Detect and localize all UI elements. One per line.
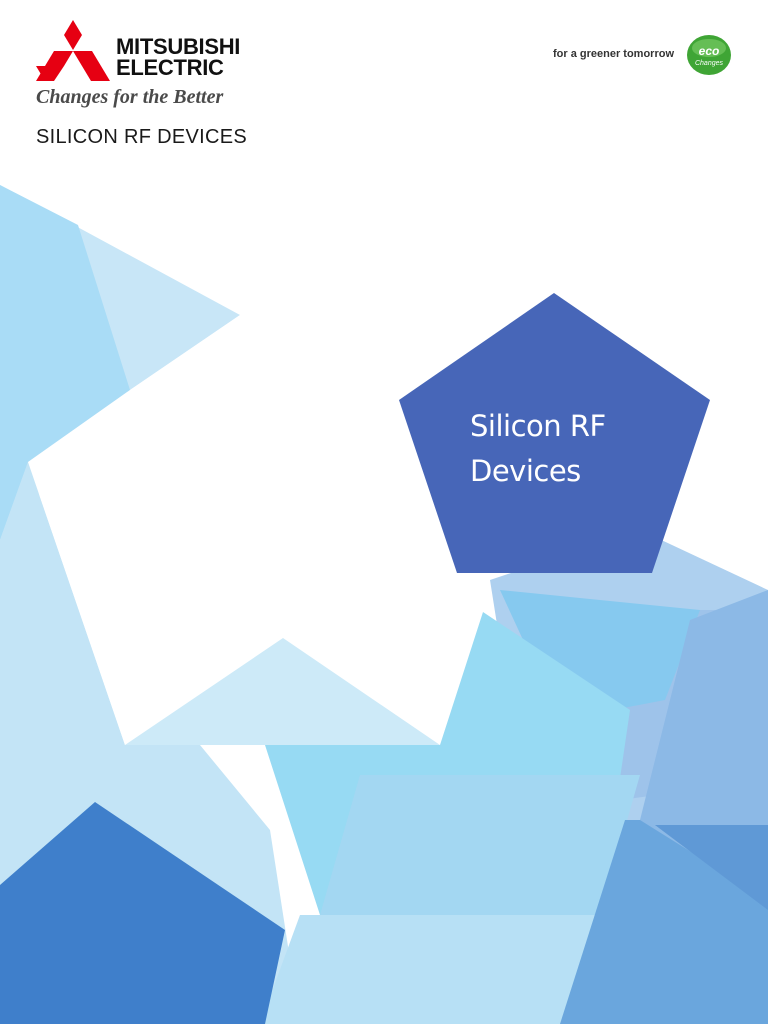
bg-polygon-left-bright <box>0 185 130 540</box>
brand-name: MITSUBISHI ELECTRIC <box>116 34 241 80</box>
bg-polygon-right-deep <box>640 590 768 900</box>
cover-title: Silicon RF Devices <box>470 409 606 488</box>
title-pentagon <box>399 293 710 573</box>
bg-polygon-bottom-left-deep <box>0 802 285 1024</box>
bg-polygon-light-band <box>125 638 440 745</box>
eco-slogan: for a greener tomorrow <box>553 48 675 60</box>
bg-polygon-center-light <box>320 775 640 915</box>
eco-changes-badge-icon: eco Changes <box>687 35 731 75</box>
three-diamonds-logo-icon <box>36 20 110 81</box>
brand-logo: MITSUBISHI ELECTRIC Changes for the Bett… <box>36 20 266 112</box>
bg-polygon-bottom-center <box>260 915 620 1024</box>
eco-badge-text: eco <box>699 44 720 58</box>
brand-tagline: Changes for the Better <box>36 86 224 108</box>
bg-polygon-right-edge <box>655 825 768 910</box>
eco-badge-subtext: Changes <box>695 60 724 67</box>
product-line-heading: SILICON RF DEVICES <box>36 126 247 148</box>
bg-polygon-right-mid <box>560 820 768 1024</box>
bg-polygon-white-pentagon <box>28 315 500 745</box>
